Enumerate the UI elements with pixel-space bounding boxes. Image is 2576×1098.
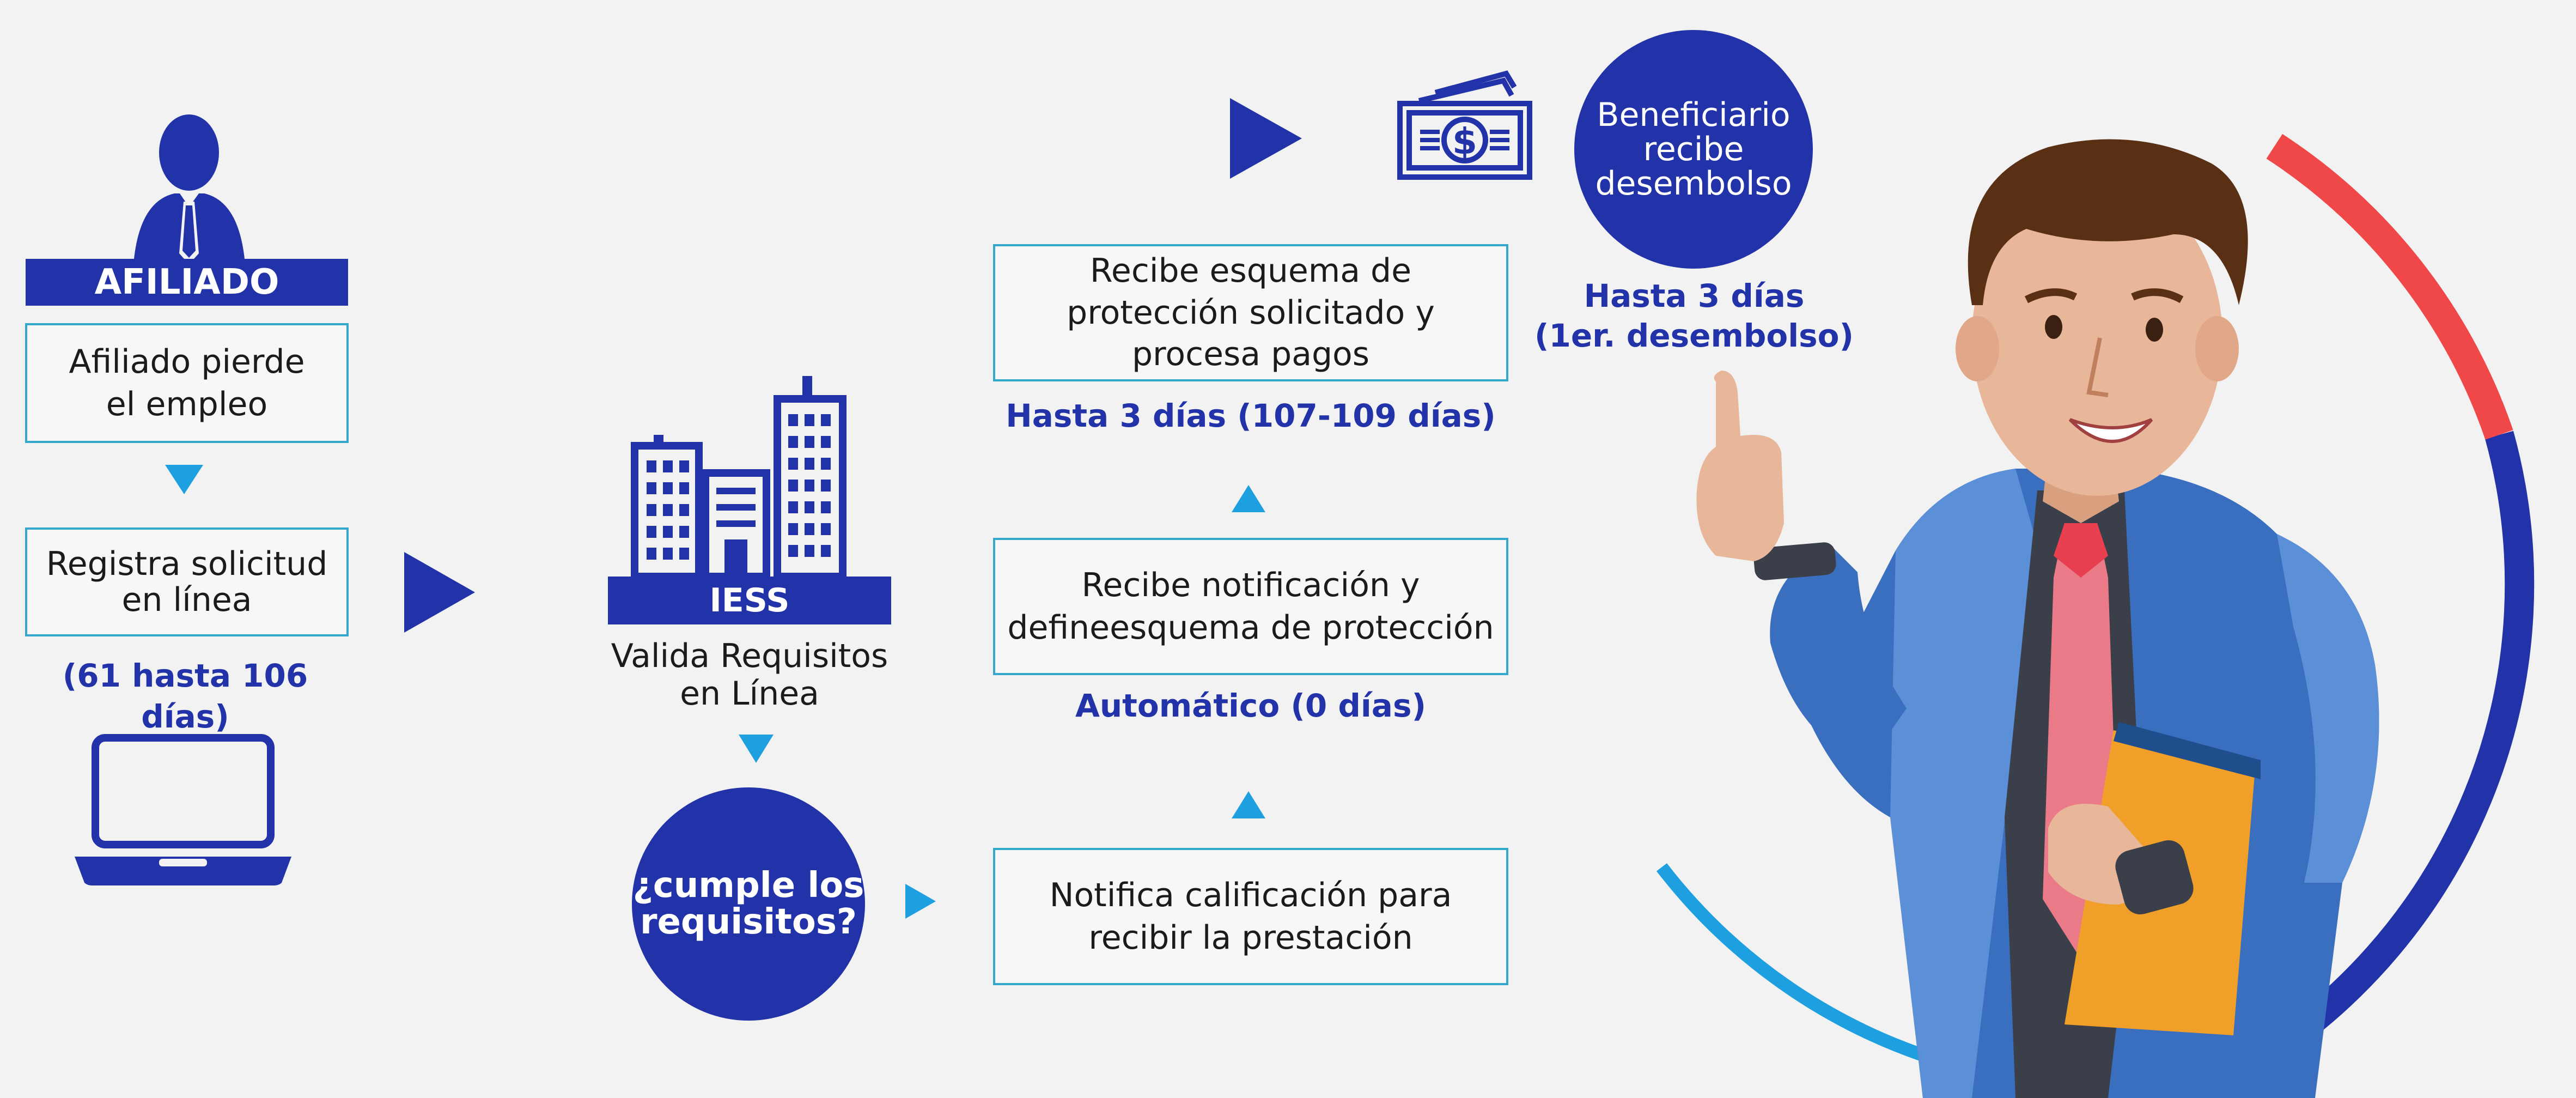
triangle-up-icon: [1232, 791, 1265, 818]
businessman-illustration: [1696, 139, 2379, 1098]
step-receive-scheme: Recibe esquema de protección solicitado …: [993, 244, 1508, 381]
triangle-down-icon: [165, 465, 203, 494]
requirements-question-circle: ¿cumple los requisitos?: [632, 787, 865, 1021]
afiliado-banner: AFILIADO: [26, 259, 348, 306]
triangle-down-icon: [739, 735, 774, 763]
define-time-label: Hasta 3 días (107-109 días): [1006, 397, 1496, 434]
step-notify-qualification: Notifica calificación para recibir la pr…: [993, 848, 1508, 985]
step-define-scheme: Recibe notificación y defineesquema de p…: [993, 538, 1508, 675]
beneficiary-circle: Beneficiario recibe desembolso: [1574, 30, 1813, 269]
beneficiary-time-label: Hasta 3 días (1er. desembolso): [1534, 277, 1854, 354]
notify-time-label: Automático (0 días): [1075, 687, 1426, 724]
laptop-icon: [75, 734, 291, 885]
iess-caption: Valida Requisitos en Línea: [611, 637, 888, 713]
triangle-up-icon: [1232, 485, 1265, 512]
money-bill-icon: $: [1397, 70, 1532, 180]
step-lose-job: Afiliado pierde el empleo: [25, 323, 349, 443]
iess-banner: IESS: [608, 577, 891, 624]
afiliado-duration: (61 hasta 106 días): [62, 657, 308, 736]
buildings-icon: [631, 376, 847, 580]
arrow-right-icon: [1230, 98, 1302, 179]
svg-text:$: $: [1452, 120, 1477, 162]
triangle-right-icon: [905, 884, 936, 919]
arrow-right-icon: [404, 552, 475, 633]
person-tie-icon: [133, 114, 245, 264]
step-register-online: Registra solicitud en línea: [25, 527, 349, 636]
